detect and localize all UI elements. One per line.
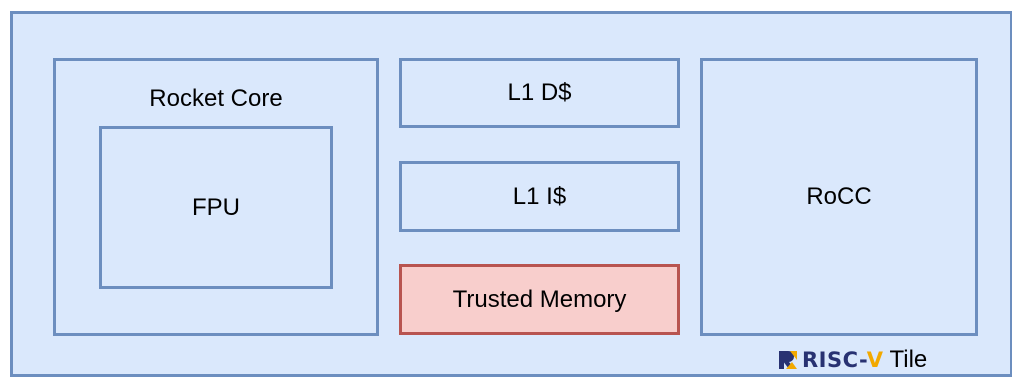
fpu-block: FPU bbox=[99, 126, 333, 289]
l1-dcache-block: L1 D$ bbox=[399, 58, 680, 128]
tile-caption: RISC-V Tile bbox=[778, 347, 927, 373]
fpu-label: FPU bbox=[192, 193, 240, 221]
riscv-logo: RISC-V bbox=[778, 347, 884, 372]
rocc-label: RoCC bbox=[806, 183, 872, 210]
riscv-logo-icon bbox=[779, 351, 797, 369]
l1-icache-block: L1 I$ bbox=[399, 161, 680, 232]
rocket-core-label: Rocket Core bbox=[149, 85, 283, 112]
tile-label: Tile bbox=[889, 346, 928, 373]
l1-dcache-label: L1 D$ bbox=[507, 79, 572, 106]
rocc-block: RoCC bbox=[700, 58, 978, 336]
l1-icache-label: L1 I$ bbox=[512, 182, 567, 210]
trusted-memory-label: Trusted Memory bbox=[452, 285, 627, 313]
riscv-logo-text: RISC-V bbox=[802, 347, 884, 372]
trusted-memory-block: Trusted Memory bbox=[399, 264, 680, 335]
